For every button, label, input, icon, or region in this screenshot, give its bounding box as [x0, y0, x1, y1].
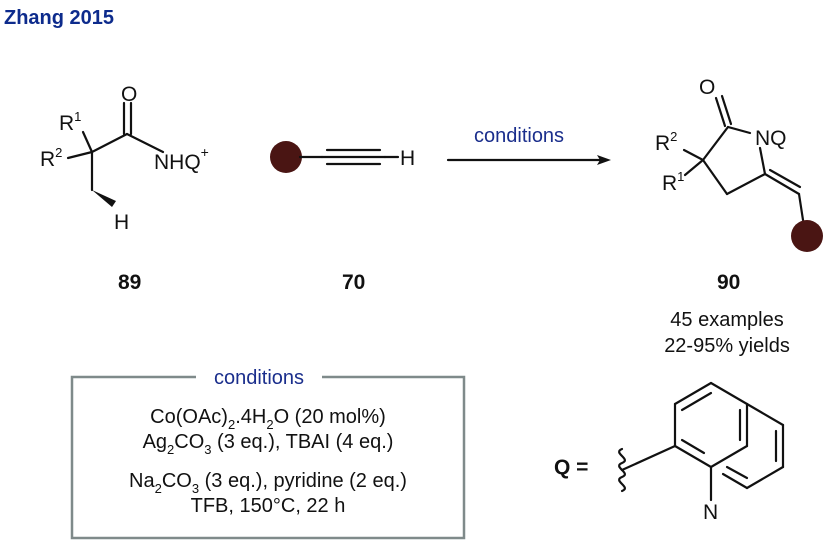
bond	[758, 146, 767, 176]
aromatic-inner-bond	[680, 391, 713, 412]
product-90-structure: O NQ R2 R1	[655, 76, 823, 252]
bond	[726, 125, 752, 135]
carbonyl-bond	[720, 94, 733, 126]
q-definition: Q = N	[554, 381, 785, 524]
condition-oxidant: Ag2CO3 (3 eq.), TBAI (4 eq.)	[143, 431, 394, 457]
bond	[701, 125, 730, 162]
conditions-box: conditions Co(OAc)2.4H2O (20 mol%) Ag2CO…	[70, 364, 466, 540]
substituent-ball-icon	[791, 220, 823, 252]
compound-90-label: 90	[717, 271, 740, 294]
wedge-bond	[92, 190, 116, 207]
substituent-ball-icon	[270, 141, 302, 173]
r2-label: R2	[655, 129, 677, 155]
r1-label: R1	[59, 109, 81, 135]
bond	[683, 158, 705, 177]
reactant-89-structure: O R1 R2 NHQ+ H	[40, 83, 209, 234]
nhq-label: NHQ+	[154, 144, 209, 174]
ring-bond	[673, 444, 713, 469]
carbonyl-oxygen: O	[121, 83, 137, 106]
r2-label: R2	[40, 145, 62, 171]
aromatic-inner-bond	[680, 438, 706, 455]
ring-bond	[709, 444, 749, 469]
alkyne-hydrogen: H	[400, 147, 415, 170]
scheme-title: Zhang 2015	[4, 7, 114, 29]
bond	[682, 148, 705, 162]
ring-bond	[721, 472, 749, 490]
ring-bond	[745, 465, 785, 490]
conditions-box-header: conditions	[214, 367, 304, 389]
header-mask	[196, 364, 322, 388]
bond	[797, 192, 805, 222]
arrow-conditions-label: conditions	[474, 125, 564, 147]
exocyclic-alkene-bond	[763, 172, 801, 196]
bond	[701, 158, 729, 196]
bond	[725, 172, 767, 196]
exocyclic-alkene-bond	[768, 168, 802, 189]
compound-70-label: 70	[342, 271, 365, 294]
reactant-70-structure: H	[270, 141, 415, 173]
ring-bond	[745, 402, 785, 427]
q-label: Q =	[554, 456, 588, 479]
carbonyl-bond	[714, 96, 727, 128]
hydrogen-label: H	[114, 211, 129, 234]
lactam-oxygen: O	[699, 76, 715, 99]
condition-base: Na2CO3 (3 eq.), pyridine (2 eq.)	[129, 470, 407, 496]
condition-solvent-temp-time: TFB, 150°C, 22 h	[191, 495, 346, 517]
compound-89-label: 89	[118, 271, 141, 294]
bond	[90, 132, 129, 154]
aromatic-inner-bond	[725, 465, 749, 480]
quinoline-nitrogen: N	[703, 501, 718, 524]
condition-catalyst: Co(OAc)2.4H2O (20 mol%)	[150, 406, 386, 432]
ring-bond	[709, 381, 749, 406]
nq-label: NQ	[755, 127, 787, 150]
bond	[81, 130, 94, 154]
bond	[66, 150, 94, 160]
ring-bond	[673, 381, 713, 406]
bond	[620, 444, 677, 472]
examples-count: 45 examples	[670, 309, 783, 331]
bond	[125, 132, 165, 154]
yield-range: 22-95% yields	[664, 335, 790, 357]
r1-label: R1	[662, 169, 684, 195]
arrow-head-icon	[597, 155, 611, 165]
